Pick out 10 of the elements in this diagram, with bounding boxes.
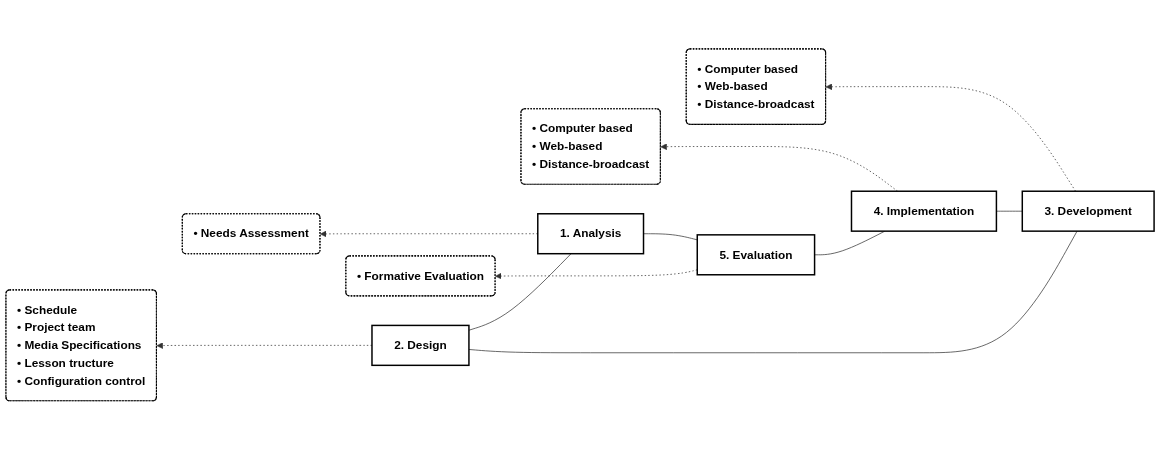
- node-box: 2. Design: [371, 324, 470, 366]
- node-box: 5. Evaluation: [696, 233, 816, 276]
- node-box: 1. Analysis: [537, 212, 645, 255]
- connector: [814, 230, 886, 255]
- connector: [643, 233, 698, 240]
- connector: [468, 230, 1078, 353]
- connector: [468, 252, 572, 331]
- connector: [996, 210, 1023, 212]
- node-box: 3. Development: [1021, 190, 1155, 232]
- node-box: 4. Implementation: [850, 190, 998, 232]
